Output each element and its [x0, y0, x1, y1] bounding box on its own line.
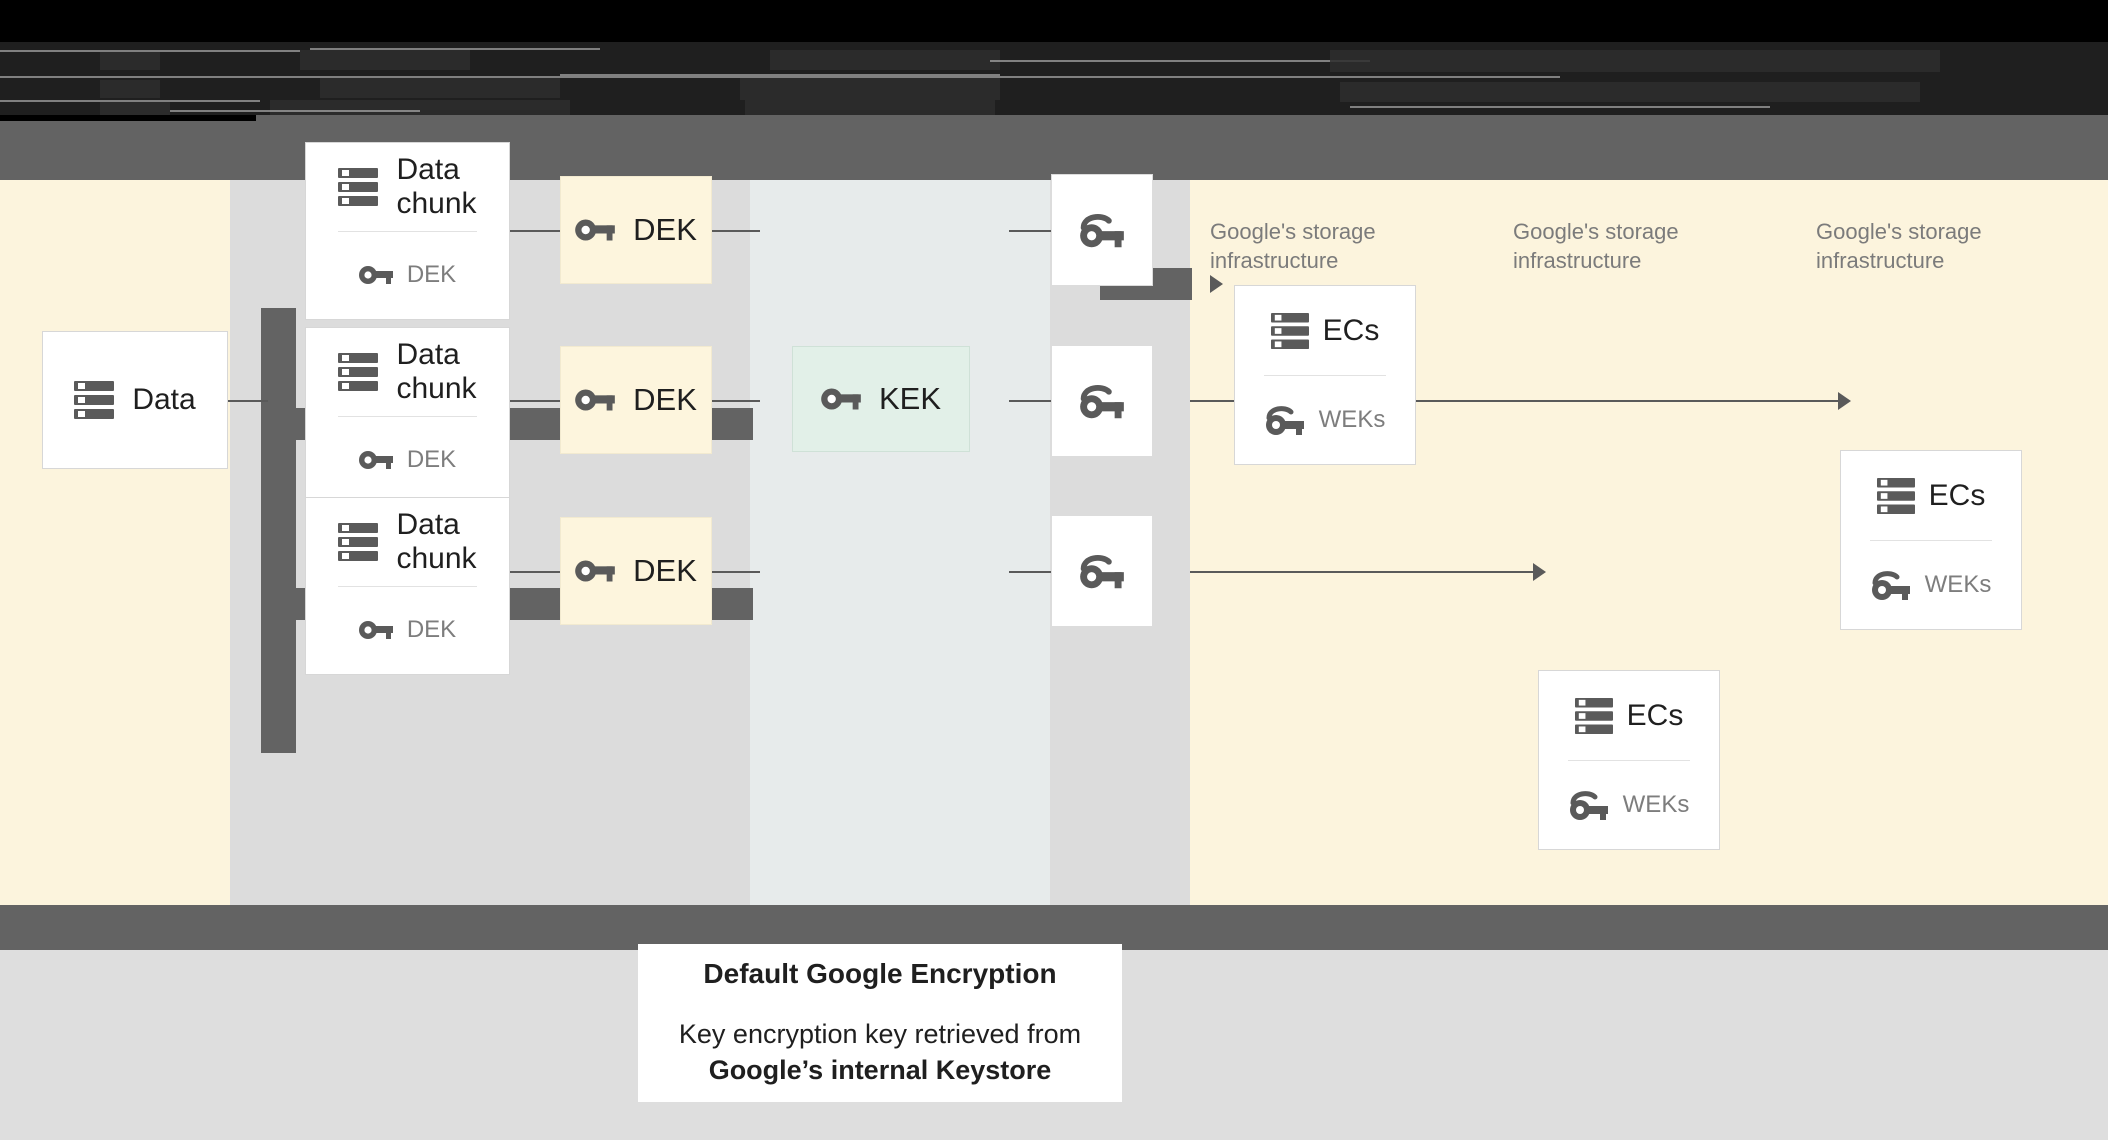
chip-dek-2[interactable]: DEK: [560, 346, 712, 454]
line-chunk3-to-dek: [510, 571, 560, 573]
card-ecs-3[interactable]: ECs WEKs: [1538, 670, 1720, 850]
card-ecs-1-key-label: WEKs: [1318, 405, 1386, 433]
chip-dek-2-label: DEK: [633, 382, 697, 417]
caption-body: Key encryption key retrieved from Google…: [679, 1016, 1081, 1089]
storage-icon: [338, 521, 379, 563]
card-ecs-3-divider: [1567, 760, 1691, 761]
caption-line-1: Key encryption key retrieved from: [678, 1018, 1082, 1049]
card-chunk2-divider: [338, 416, 477, 417]
card-ecs-2[interactable]: ECs WEKs: [1840, 450, 2022, 630]
header-obscured-text-region: [0, 42, 2108, 120]
arrow-head-top: [1210, 275, 1223, 293]
line-to-wrapkey3: [1009, 571, 1051, 573]
card-chunk2-label: Data chunk: [396, 338, 477, 405]
card-chunk3-top: Data chunk: [306, 498, 509, 586]
caption-card: Default Google Encryption Key encryption…: [638, 944, 1122, 1102]
card-chunk1-top: Data chunk: [306, 143, 509, 231]
card-data-chunk-1[interactable]: Data chunk DEK: [305, 142, 510, 320]
arrow-line-middle: [1190, 400, 1840, 402]
card-chunk3-bottom: DEK: [306, 586, 509, 674]
chip-kek-label: KEK: [878, 381, 942, 416]
card-ecs-1-bottom: WEKs: [1235, 375, 1415, 464]
card-data-source-label: Data: [132, 383, 196, 417]
caption-line-2: Google’s internal Keystore: [708, 1055, 1052, 1085]
caption-title: Default Google Encryption: [703, 957, 1057, 989]
card-ecs-1-top: ECs: [1235, 286, 1415, 375]
line-chunk2-to-dek: [510, 400, 560, 402]
key-icon: [575, 216, 615, 244]
key-icon: [821, 385, 861, 413]
storage-icon: [1270, 311, 1309, 351]
card-ecs-2-bottom: WEKs: [1841, 540, 2021, 629]
card-ecs-2-top: ECs: [1841, 451, 2021, 540]
chip-kek[interactable]: KEK: [792, 346, 970, 452]
card-data-source[interactable]: Data: [42, 331, 228, 469]
card-ecs-3-bottom: WEKs: [1539, 760, 1719, 849]
card-chunk1-label: Data chunk: [396, 153, 477, 220]
header-black-nub: [0, 115, 256, 121]
card-ecs-2-label: ECs: [1928, 478, 1986, 512]
storage-label-3: Google's storage infrastructure: [1816, 219, 1982, 273]
storage-icon: [338, 351, 379, 393]
line-to-wrapkey2: [1009, 400, 1051, 402]
chip-dek-3[interactable]: DEK: [560, 517, 712, 625]
line-chunk1-to-dek: [510, 230, 560, 232]
storage-label-2: Google's storage infrastructure: [1513, 219, 1679, 273]
card-data-chunk-3[interactable]: Data chunk DEK: [305, 497, 510, 675]
wrapped-key-icon: [1079, 551, 1125, 591]
key-icon: [358, 448, 393, 472]
key-icon: [358, 618, 393, 642]
card-chunk3-label: Data chunk: [396, 508, 477, 575]
card-chunk3-key-label: DEK: [406, 616, 457, 643]
card-ecs-1-divider: [1263, 375, 1387, 376]
card-chunk1-divider: [338, 231, 477, 232]
storage-icon: [1876, 476, 1915, 516]
chip-dek-1-label: DEK: [633, 212, 697, 247]
card-ecs-1[interactable]: ECs WEKs: [1234, 285, 1416, 465]
diagram-canvas: Data Data chunk: [0, 142, 2108, 905]
key-icon: [358, 263, 393, 287]
arrow-head-bottom: [1533, 563, 1546, 581]
line-to-wrapkey1: [1009, 230, 1051, 232]
chip-dek-3-label: DEK: [633, 553, 697, 588]
storage-icon: [338, 166, 379, 208]
line-dek1-right: [712, 230, 760, 232]
arrow-line-bottom: [1190, 571, 1535, 573]
arrow-head-middle: [1838, 392, 1851, 410]
card-chunk1-key-label: DEK: [406, 261, 457, 288]
chip-dek-1[interactable]: DEK: [560, 176, 712, 284]
key-icon: [575, 386, 615, 414]
bracket-spine: [261, 308, 296, 753]
line-data-to-bracket: [228, 400, 268, 402]
line-dek2-right: [712, 400, 760, 402]
card-ecs-1-label: ECs: [1322, 313, 1380, 347]
card-ecs-2-key-label: WEKs: [1924, 570, 1992, 598]
card-ecs-2-divider: [1869, 540, 1993, 541]
card-ecs-3-top: ECs: [1539, 671, 1719, 760]
wrapped-key-icon: [1265, 403, 1305, 437]
card-chunk2-key-label: DEK: [406, 446, 457, 473]
card-data-chunk-2[interactable]: Data chunk DEK: [305, 327, 510, 505]
wrapped-key-icon: [1079, 381, 1125, 421]
card-ecs-3-key-label: WEKs: [1622, 790, 1690, 818]
card-data-source-body: Data: [43, 332, 227, 468]
card-chunk2-top: Data chunk: [306, 328, 509, 416]
wrapped-key-icon: [1569, 788, 1609, 822]
card-ecs-3-label: ECs: [1626, 698, 1684, 732]
key-icon: [575, 557, 615, 585]
card-chunk3-divider: [338, 586, 477, 587]
storage-icon: [74, 379, 115, 421]
card-chunk1-bottom: DEK: [306, 231, 509, 319]
line-dek3-right: [712, 571, 760, 573]
storage-label-1: Google's storage infrastructure: [1210, 219, 1376, 273]
tile-wrapped-key-2[interactable]: [1051, 345, 1153, 457]
header-top-black-bar: [0, 0, 2108, 42]
storage-icon: [1574, 696, 1613, 736]
wrapped-key-icon: [1871, 568, 1911, 602]
card-chunk2-bottom: DEK: [306, 416, 509, 504]
tile-wrapped-key-3[interactable]: [1051, 515, 1153, 627]
footer-gray-bar: [0, 905, 2108, 950]
wrapped-key-icon: [1079, 210, 1125, 250]
tile-wrapped-key-1[interactable]: [1051, 174, 1153, 286]
